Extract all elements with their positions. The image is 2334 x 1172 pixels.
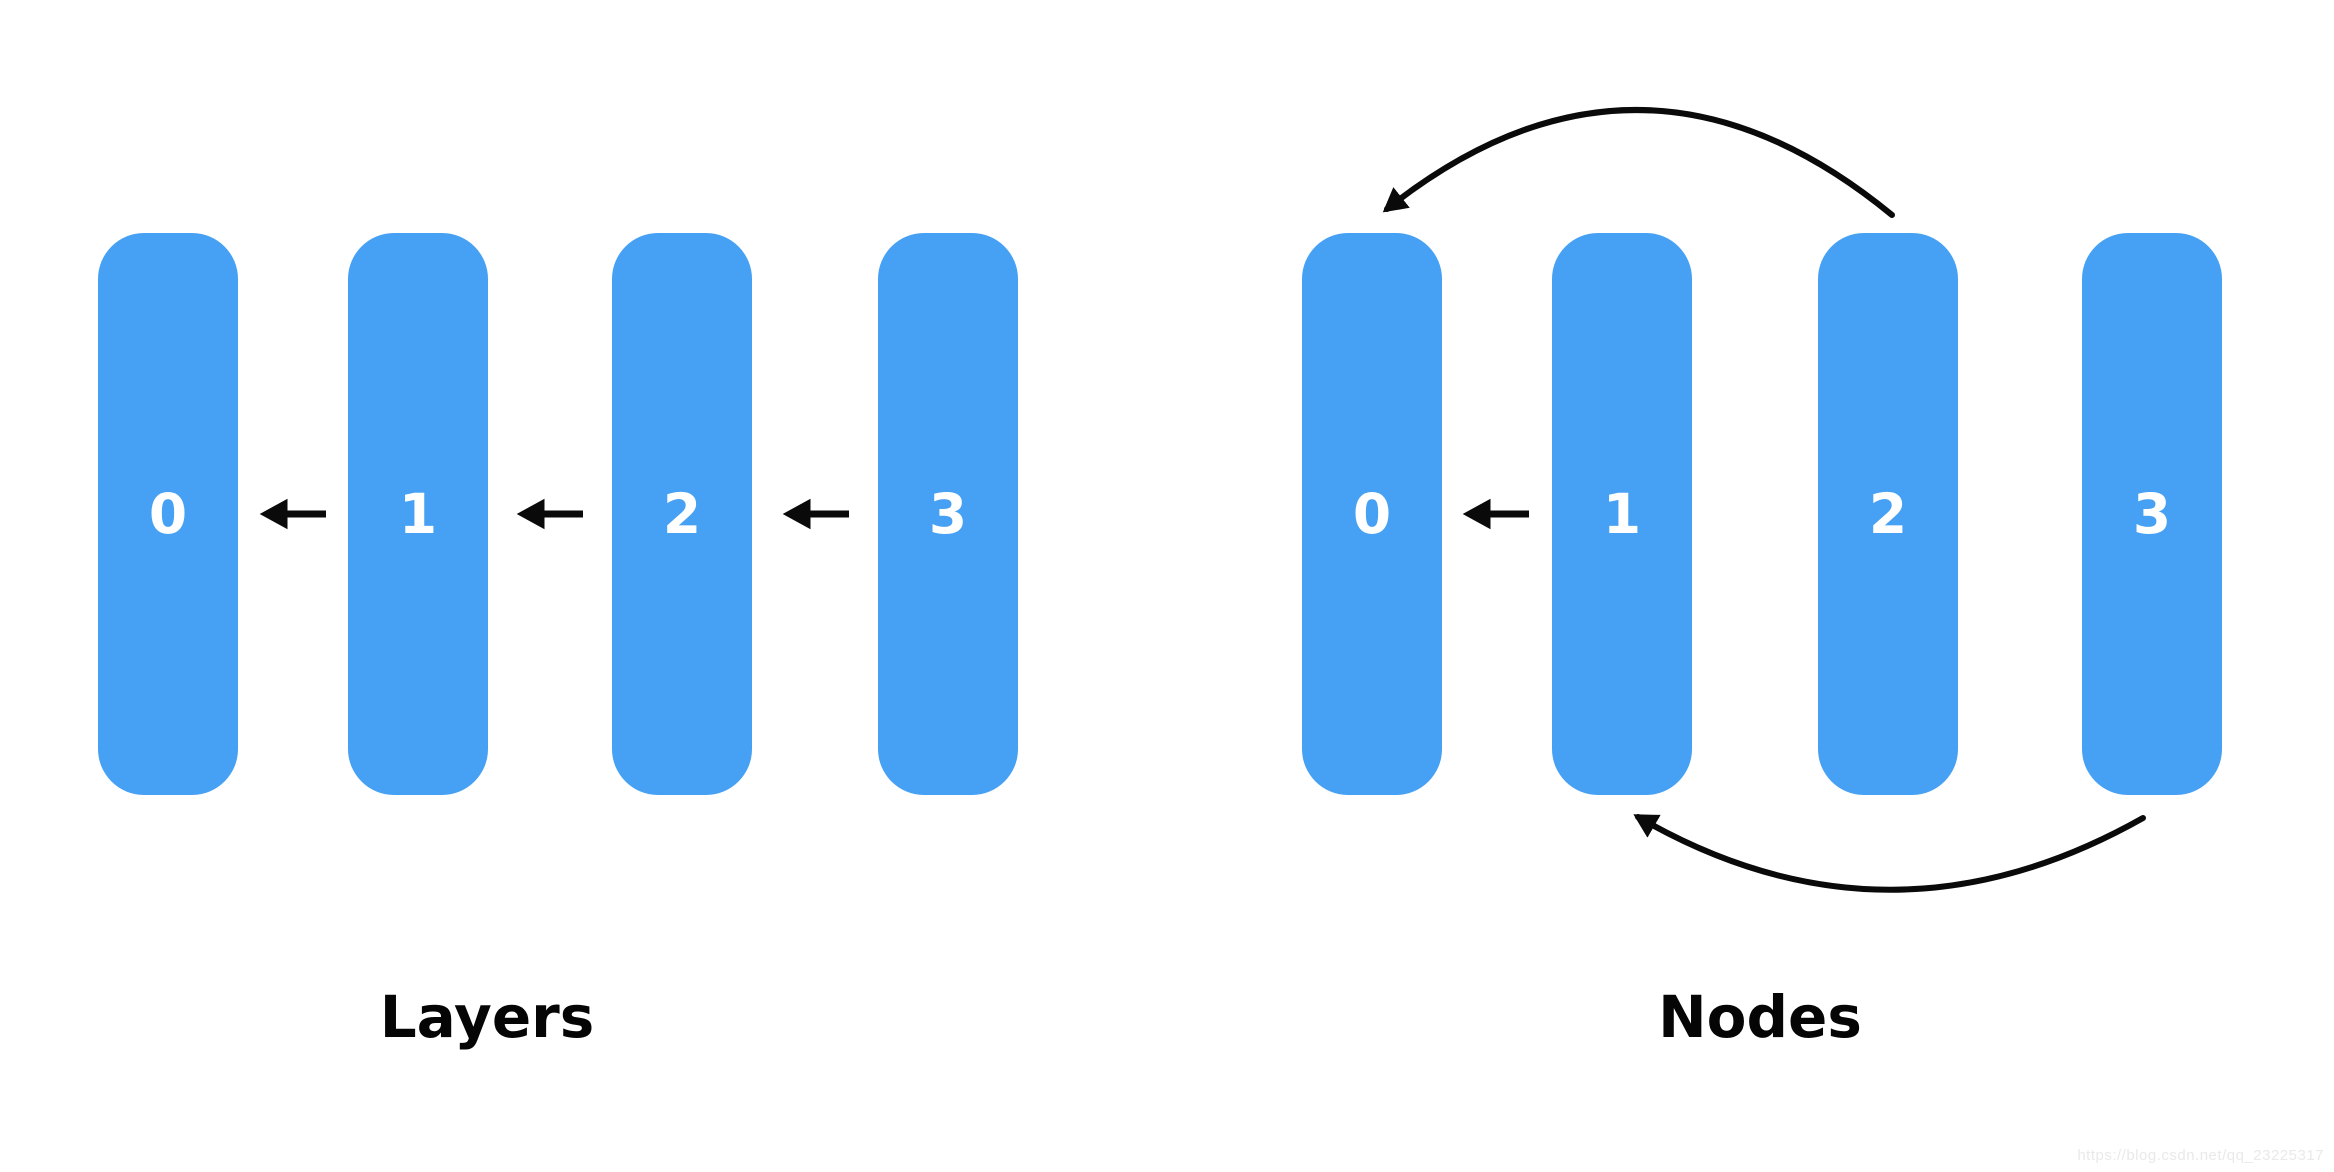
nodes-arc-3-to-1-icon [1633,814,2146,893]
watermark-url: https://blog.csdn.net/qq_23225317 [2077,1147,2324,1164]
layers-bar-0: 0 [98,233,238,795]
nodes-arc-2-to-0-icon [1382,107,1895,218]
nodes-group-title: Nodes [1658,983,1862,1051]
bar-label: 2 [662,481,702,546]
nodes-bar-2: 2 [1818,233,1958,795]
bar-label: 1 [1602,481,1642,546]
bar-label: 1 [398,481,438,546]
nodes-bar-3: 3 [2082,233,2222,795]
nodes-bar-1: 1 [1552,233,1692,795]
bar-label: 0 [148,481,188,546]
layers-group-title: Layers [379,983,595,1051]
layers-bar-2: 2 [612,233,752,795]
bar-label: 0 [1352,481,1392,546]
bar-label: 3 [928,481,968,546]
layers-bar-1: 1 [348,233,488,795]
nodes-bar-0: 0 [1302,233,1442,795]
layers-bar-3: 3 [878,233,1018,795]
bar-label: 3 [2132,481,2172,546]
bar-label: 2 [1868,481,1908,546]
